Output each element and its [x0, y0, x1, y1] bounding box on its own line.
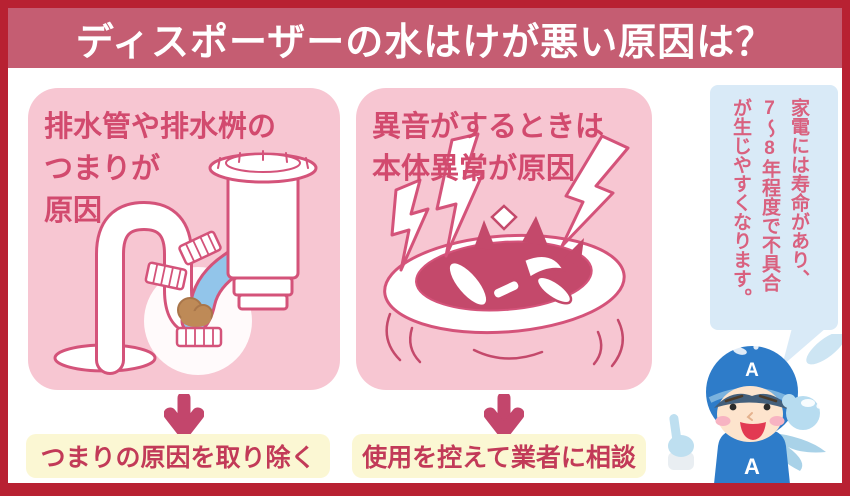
nose — [746, 412, 753, 421]
splash — [522, 216, 548, 246]
title-band: ディスポーザーの水はけが悪い原因は？ — [8, 8, 842, 68]
heading-line: 本体異常が原因 — [372, 153, 576, 186]
action-label: 使用を控えて業者に相談 — [362, 444, 636, 472]
hood-badge-letter: A — [745, 360, 759, 381]
mascot-head: A — [706, 344, 798, 442]
lightning-bolt-icon — [435, 132, 485, 258]
mouth — [740, 422, 766, 440]
action-box-contact-pro: 使用を控えて業者に相談 — [352, 434, 646, 478]
lightning-bolt-icon — [560, 134, 630, 248]
note-line: が生じやすくなります。 — [730, 98, 751, 307]
heading-line: 異音がするときは — [372, 111, 605, 143]
action-label: つまりの原因を取り除く — [40, 444, 316, 472]
eyebrow — [724, 394, 744, 403]
clog-blob — [177, 297, 213, 327]
clogged-drain-pipe-illustration — [53, 150, 318, 375]
eye — [729, 403, 737, 411]
pipe-coupling — [175, 326, 223, 348]
panel-clogged-pipe-heading: 排水管や排水桝の つまりが 原因 — [28, 88, 290, 232]
noisy-disposer-illustration — [383, 132, 630, 368]
pipe-coupling — [144, 261, 188, 291]
eye — [763, 403, 771, 411]
blush — [769, 416, 785, 426]
action-box-remove-clog: つまりの原因を取り除く — [26, 434, 330, 478]
scarf-tip — [806, 334, 842, 365]
debris — [522, 254, 567, 280]
panel-noisy-disposer-heading: 異音がするときは 本体異常が原因 — [356, 88, 618, 190]
note-line: 7～8年程度で不具合 — [759, 98, 780, 292]
heading-line: 原因 — [44, 195, 103, 228]
pipe-coupling — [178, 230, 222, 266]
splash — [564, 238, 584, 268]
lightning-bolt-icon — [390, 178, 430, 272]
note-line: 家電には寿命があり、 — [788, 98, 809, 288]
chest-badge-letter: A — [744, 454, 760, 479]
mascot-character: A A — [668, 334, 842, 483]
heading-line: つまりが — [44, 153, 161, 186]
panel-noisy-disposer: 異音がするときは 本体異常が原因 — [356, 88, 652, 390]
disposer-unit — [208, 150, 318, 311]
splash — [474, 220, 496, 250]
debris — [447, 260, 489, 308]
mascot-body — [714, 430, 790, 483]
raised-fist — [782, 394, 822, 430]
speech-bubble-text: 家電には寿命があり、 7～8年程度で不具合 が生じやすくなります。 — [721, 98, 809, 317]
blush — [715, 416, 731, 426]
speech-bubble-tail — [782, 328, 826, 366]
debris — [535, 275, 573, 305]
speech-bubble: 家電には寿命があり、 7～8年程度で不具合 が生じやすくなります。 — [710, 85, 838, 330]
down-arrow-icon — [484, 394, 524, 438]
vibration-lines — [385, 312, 625, 368]
page-title: ディスポーザーの水はけが悪い原因は？ — [75, 21, 775, 64]
eyebrow — [758, 394, 778, 403]
debris — [491, 278, 521, 300]
panel-clogged-pipe: 排水管や排水桝の つまりが 原因 — [28, 88, 340, 390]
debris — [490, 204, 518, 231]
pointing-hand — [668, 414, 694, 470]
heading-line: 排水管や排水桝の — [44, 111, 277, 143]
down-arrow-icon — [164, 394, 204, 438]
